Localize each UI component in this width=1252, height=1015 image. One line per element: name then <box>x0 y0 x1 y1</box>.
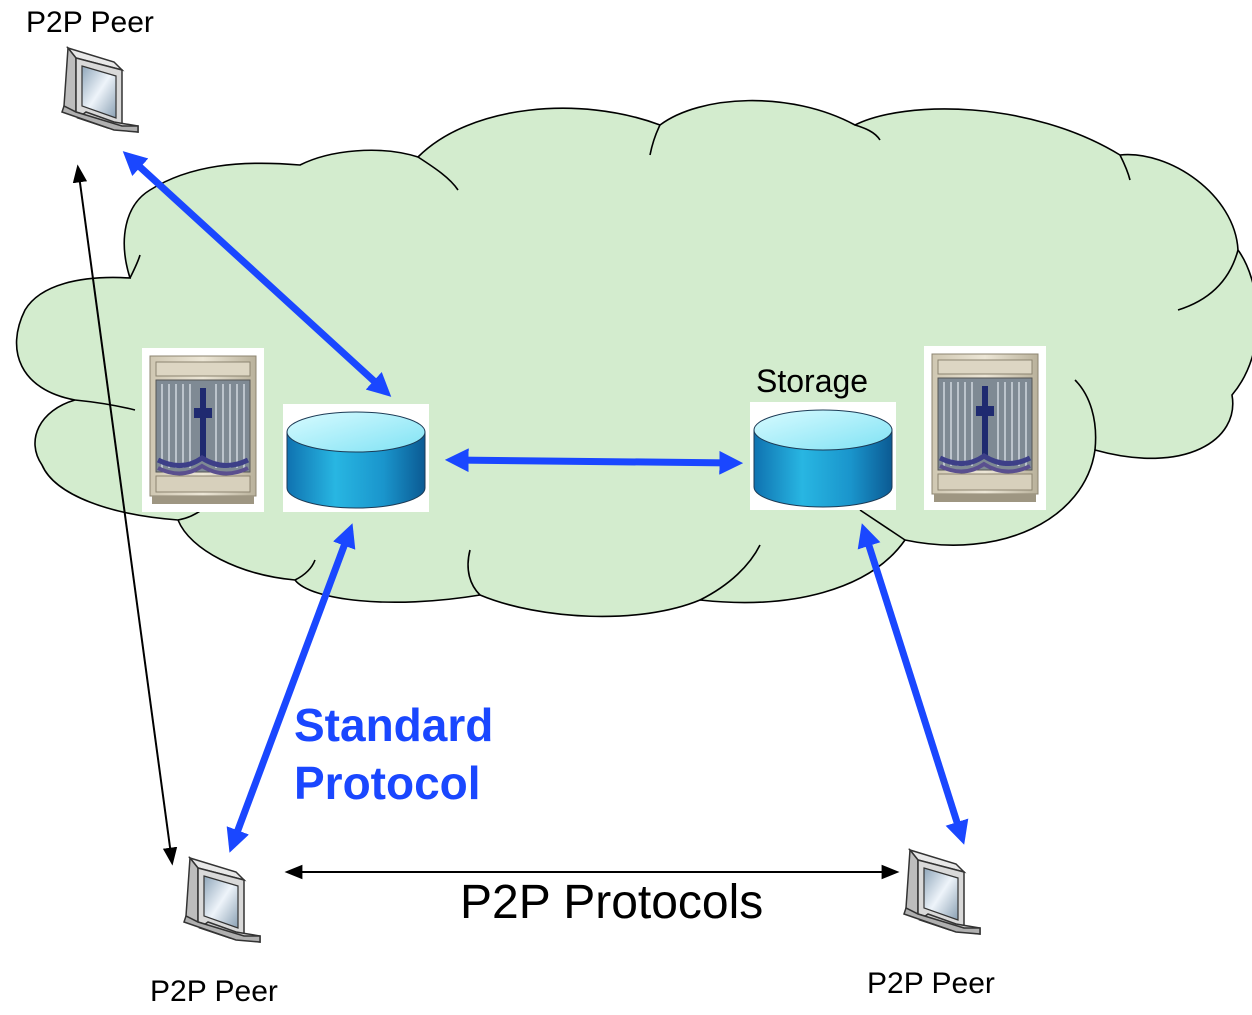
standard-protocol-line2: Protocol <box>294 757 481 809</box>
p2p-link-arrow <box>72 164 178 866</box>
peer-label-bottom-left: P2P Peer <box>150 975 278 1008</box>
computer-monitor-icon <box>183 857 261 943</box>
storage-cylinder-icon <box>750 402 896 510</box>
server-rack-icon <box>924 346 1046 510</box>
storage-link-arrow <box>444 448 744 475</box>
standard-protocol-arrow-top <box>122 151 392 397</box>
standard-protocol-line1: Standard <box>294 699 494 751</box>
storage-cylinder-icon <box>283 404 429 512</box>
peer-label-top: P2P Peer <box>26 6 154 39</box>
storage-label: Storage <box>756 363 869 399</box>
peer-label-bottom-right: P2P Peer <box>867 967 995 1000</box>
server-rack-icon <box>142 348 264 512</box>
standard-protocol-arrow-left <box>226 523 356 853</box>
computer-monitor-icon <box>61 47 139 133</box>
computer-monitor-icon <box>903 849 981 935</box>
p2p-protocols-label: P2P Protocols <box>460 876 764 929</box>
standard-protocol-label: Standard Protocol <box>294 696 493 812</box>
standard-protocol-arrow-right <box>857 523 969 845</box>
